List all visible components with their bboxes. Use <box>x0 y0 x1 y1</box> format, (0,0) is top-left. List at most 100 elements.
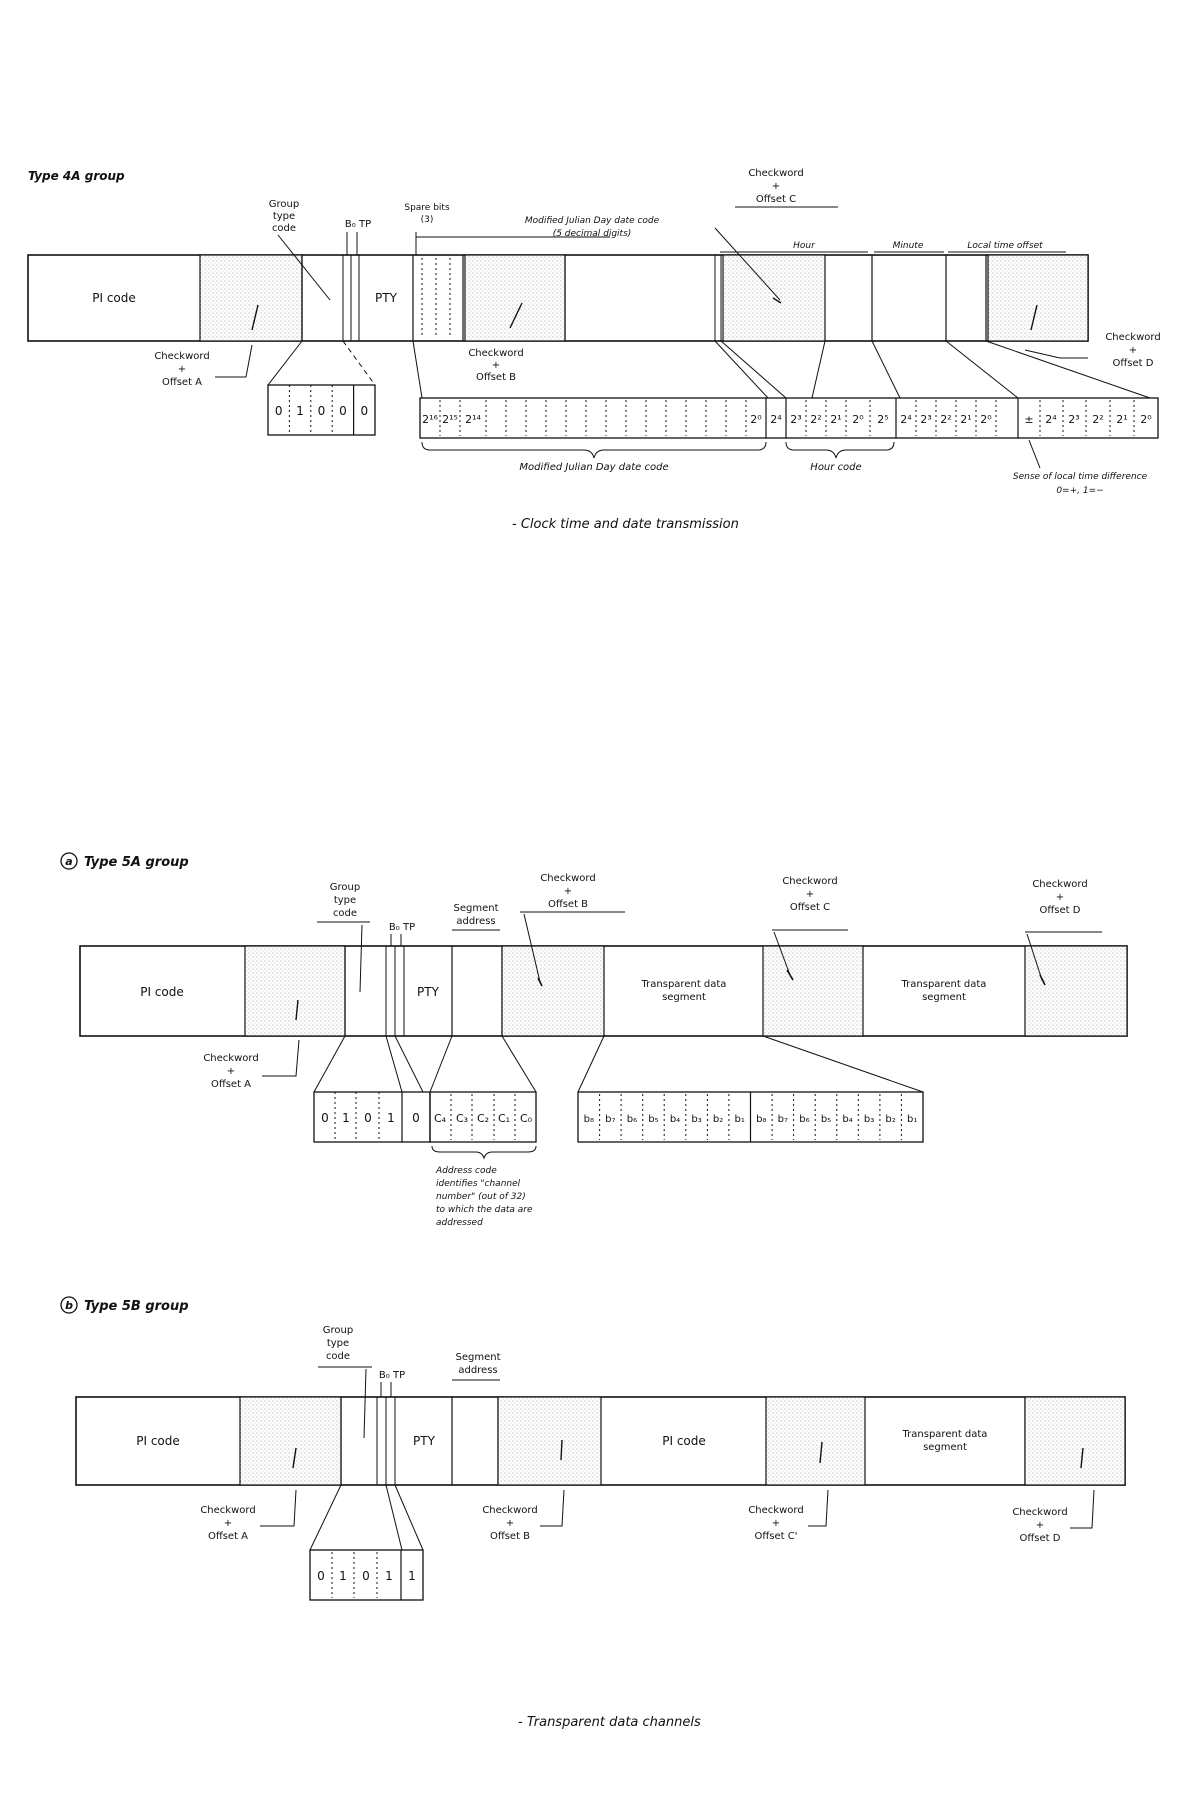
fig5a-segment-address-1: Segment <box>454 903 499 914</box>
fig5b-pi-code: PI code <box>136 1434 180 1448</box>
fig4a-minute-bit: 2⁰ <box>980 413 992 426</box>
fig5a-checkword-c-block <box>762 945 864 1037</box>
fig4a-minute-bit: 2² <box>940 413 951 426</box>
fig4a: Type 4A group PI code PTY Group type cod… <box>27 168 1161 532</box>
fig5b-group-bit: 1 <box>385 1569 393 1583</box>
fig5a-data-bits: b₈ b₇ b₆ b₅ b₄ b₃ b₂ b₁ b₈ b₇ b₆ b₅ b₄ b… <box>577 1091 924 1143</box>
fig5a-data-bit: b₇ <box>605 1114 615 1125</box>
fig5a-address-bit: C₃ <box>456 1112 468 1125</box>
fig4a-checkword-d-block <box>987 254 1089 342</box>
fig5a-checkword-b-2: + <box>564 886 572 897</box>
fig5a-data-bit: b₂ <box>713 1114 723 1125</box>
fig5b-checkword-c-3: Offset C' <box>755 1531 798 1542</box>
fig4a-checkword-b-3: Offset B <box>476 372 516 383</box>
fig5b-b0tp: B₀ TP <box>379 1370 405 1381</box>
fig5b-checkword-d-1: Checkword <box>1012 1507 1067 1518</box>
fig5a-address-note-4: to which the data are <box>436 1205 533 1215</box>
fig5b-checkword-a-3: Offset A <box>208 1531 248 1542</box>
fig4a-group-bit: 0 <box>275 404 283 418</box>
fig4a-arrow-a <box>251 304 259 331</box>
fig5a-data-bit: b₈ <box>584 1114 594 1125</box>
fig4a-hour-bit: 2³ <box>790 413 801 426</box>
fig4a-offset-bit: 2³ <box>1068 413 1079 426</box>
fig5a-data-bit: b₅ <box>821 1114 831 1125</box>
fig4a-mjd-bit: 2¹⁵ <box>442 413 458 426</box>
fig5b-checkword-a-1: Checkword <box>200 1505 255 1516</box>
fig4a-group-bit: 1 <box>296 404 304 418</box>
fig5a-data-bit: b₄ <box>670 1114 680 1125</box>
fig5b-checkword-a-2: + <box>224 1518 232 1529</box>
fig4a-checkword-c-3: Offset C <box>756 194 796 205</box>
fig5b-checkword-d-2: + <box>1036 1520 1044 1531</box>
fig5a-heading: Type 5A group <box>84 855 189 870</box>
fig4a-checkword-b-2: + <box>492 360 500 371</box>
fig4a-spare-bits-2: (3) <box>421 215 434 225</box>
fig4a-checkword-c-1: Checkword <box>748 168 803 179</box>
fig5a-data-bit: b₃ <box>691 1114 701 1125</box>
fig5a-checkword-b-1: Checkword <box>540 873 595 884</box>
fig5a-address-bit: C₂ <box>477 1112 489 1125</box>
fig5b-heading: Type 5B group <box>84 1299 189 1314</box>
fig4a-mjd-bit: 2⁰ <box>750 413 762 426</box>
fig5b-group-bits: 0 1 0 1 1 <box>309 1549 424 1601</box>
fig4a-sense-2: 0=+, 1=− <box>1056 486 1103 496</box>
fig5b-checkword-b-3: Offset B <box>490 1531 530 1542</box>
fig5a-group-bits: 0 1 0 1 0 <box>313 1091 431 1143</box>
fig5b-marker <box>60 1296 78 1314</box>
fig5a-address-note-5: addressed <box>436 1218 483 1228</box>
fig4a-pty: PTY <box>375 291 398 305</box>
fig5a-address-bits: C₄ C₃ C₂ C₁ C₀ <box>429 1091 537 1143</box>
fig4a-offset-bit: 2⁰ <box>1140 413 1152 426</box>
fig5a-group-bit: 1 <box>387 1111 395 1125</box>
fig4a-offset-bit: 2² <box>1092 413 1103 426</box>
fig5a-address-bit: C₄ <box>434 1112 447 1125</box>
fig4a-hour-bit: 2⁴ <box>770 413 782 426</box>
fig4a-mjd-bit: 2¹⁴ <box>465 413 481 426</box>
fig4a-checkword-d-1: Checkword <box>1105 332 1160 343</box>
fig4a-minute-bit: 2¹ <box>960 413 971 426</box>
fig5a-checkword-c-2: + <box>806 889 814 900</box>
fig4a-mjd-block-1: Modified Julian Day date code <box>525 216 660 226</box>
fig5b-segment-address-1: Segment <box>456 1352 501 1363</box>
fig5a-checkword-d-1: Checkword <box>1032 879 1087 890</box>
fig5b-group-bit: 0 <box>317 1569 325 1583</box>
fig4a-minute: Minute <box>893 241 924 251</box>
fig5b-group-bit: 1 <box>339 1569 347 1583</box>
fig5b-checkword-d-3: Offset D <box>1020 1533 1061 1544</box>
fig5a-checkword-a-block <box>244 945 346 1037</box>
fig4a-checkword-c-2: + <box>772 181 780 192</box>
fig4a-sense-1: Sense of local time difference <box>1013 472 1148 482</box>
fig4a-pi-code: PI code <box>92 291 136 305</box>
fig5b-checkword-c-block <box>765 1396 866 1486</box>
fig4a-checkword-a-2: + <box>178 364 186 375</box>
fig4a-group-type-code-3: code <box>272 223 296 234</box>
fig5b-segment-address-2: address <box>458 1365 497 1376</box>
fig5b-checkword-c-1: Checkword <box>748 1505 803 1516</box>
fig5a-data-bit: b₅ <box>648 1114 658 1125</box>
fig5a-group-bit: 0 <box>364 1111 372 1125</box>
fig5a-checkword-a-1: Checkword <box>203 1053 258 1064</box>
fig5a-data-bit: b₆ <box>627 1114 637 1125</box>
fig5a-group-bit: 0 <box>412 1111 420 1125</box>
fig5a-address-note-3: number" (out of 32) <box>436 1192 526 1202</box>
fig5a: a Type 5A group PI code PTY Transparent … <box>60 852 1128 1228</box>
fig4a-checkword-d-3: Offset D <box>1113 358 1154 369</box>
fig4a-offset-bit: 2¹ <box>1116 413 1127 426</box>
fig4a-mjd-label: Modified Julian Day date code <box>519 462 668 473</box>
fig4a-hour-bit: 2¹ <box>830 413 841 426</box>
fig5a-data-bit: b₃ <box>864 1114 874 1125</box>
fig5b-checkword-d-block <box>1024 1396 1126 1486</box>
fig4a-hour-bit: 2² <box>810 413 821 426</box>
fig4a-b0tp: B₀ TP <box>345 219 371 230</box>
fig5a-data-bit: b₈ <box>756 1114 766 1125</box>
fig4a-group-type-code-2: type <box>273 211 295 222</box>
fig5a-transparent-1a: Transparent data <box>641 979 727 990</box>
fig4a-checkword-a-3: Offset A <box>162 377 202 388</box>
fig5b-group-bit: 1 <box>408 1569 416 1583</box>
fig5a-segment-address-2: address <box>456 916 495 927</box>
fig5a-data-bit: b₄ <box>842 1114 852 1125</box>
fig5a-address-note-2: identifies "channel <box>436 1179 521 1189</box>
fig5b-checkword-c-2: + <box>772 1518 780 1529</box>
fig5b-checkword-b-1: Checkword <box>482 1505 537 1516</box>
